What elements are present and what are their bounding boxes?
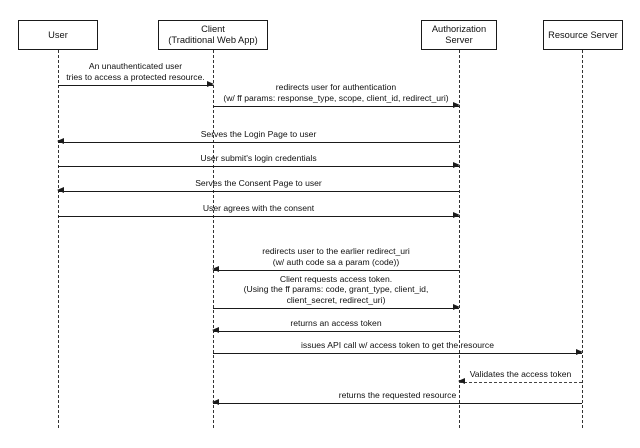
arrow-head-icon: [212, 266, 219, 273]
actor-box-client[interactable]: Client(Traditional Web App): [158, 20, 268, 50]
arrow-shaft: [213, 308, 459, 309]
arrow-shaft: [58, 142, 459, 143]
arrow-head-icon: [212, 399, 219, 406]
arrow-shaft: [58, 166, 459, 167]
arrow-shaft: [213, 353, 582, 354]
lifeline-resource: [582, 50, 583, 428]
message-label-6: User agrees with the consent: [202, 202, 315, 213]
arrow-shaft: [58, 191, 459, 192]
actor-label-secondary: Server: [445, 35, 473, 45]
arrow-head-icon: [458, 378, 465, 385]
message-label-12: returns the requested resource: [338, 389, 457, 400]
actor-label-primary: Client: [201, 24, 225, 34]
message-label-7: redirects user to the earlier redirect_u…: [262, 246, 410, 267]
lifeline-auth: [459, 50, 460, 428]
message-label-3: Serves the Login Page to user: [200, 128, 317, 139]
message-label-10: issues API call w/ access token to get t…: [301, 339, 494, 350]
arrow-shaft: [58, 216, 459, 217]
arrow-head-icon: [453, 212, 460, 219]
actor-label-primary: Resource Server: [548, 29, 618, 40]
arrow-shaft: [213, 331, 459, 332]
arrow-shaft: [213, 403, 582, 404]
message-label-8: Client requests access token. (Using the…: [243, 273, 429, 305]
actor-label-primary: Authorization: [431, 24, 487, 34]
arrow-shaft: [58, 85, 213, 86]
actor-label-primary: User: [48, 29, 68, 40]
arrow-head-icon: [453, 162, 460, 169]
arrow-shaft: [213, 106, 459, 107]
message-label-9: returns an access token: [290, 317, 382, 328]
arrow-head-icon: [453, 102, 460, 109]
message-label-4: User submit's login credentials: [200, 152, 317, 163]
message-label-11: Validates the access token: [469, 368, 572, 379]
arrow-shaft: [213, 270, 459, 271]
arrow-head-icon: [57, 138, 64, 145]
actor-label-secondary: (Traditional Web App): [168, 35, 258, 45]
lifeline-client: [213, 50, 214, 428]
arrow-head-icon: [57, 187, 64, 194]
message-label-1: An unauthenticated user tries to access …: [66, 61, 205, 82]
actor-box-resource[interactable]: Resource Server: [543, 20, 623, 50]
arrow-head-icon: [576, 349, 583, 356]
message-label-2: redirects user for authentication (w/ ff…: [223, 82, 449, 103]
arrow-head-icon: [207, 81, 214, 88]
arrow-head-icon: [212, 327, 219, 334]
arrow-head-icon: [453, 304, 460, 311]
arrow-shaft: [459, 382, 582, 383]
lifeline-user: [58, 50, 59, 428]
message-label-5: Serves the Consent Page to user: [195, 177, 322, 188]
actor-box-user[interactable]: User: [18, 20, 98, 50]
